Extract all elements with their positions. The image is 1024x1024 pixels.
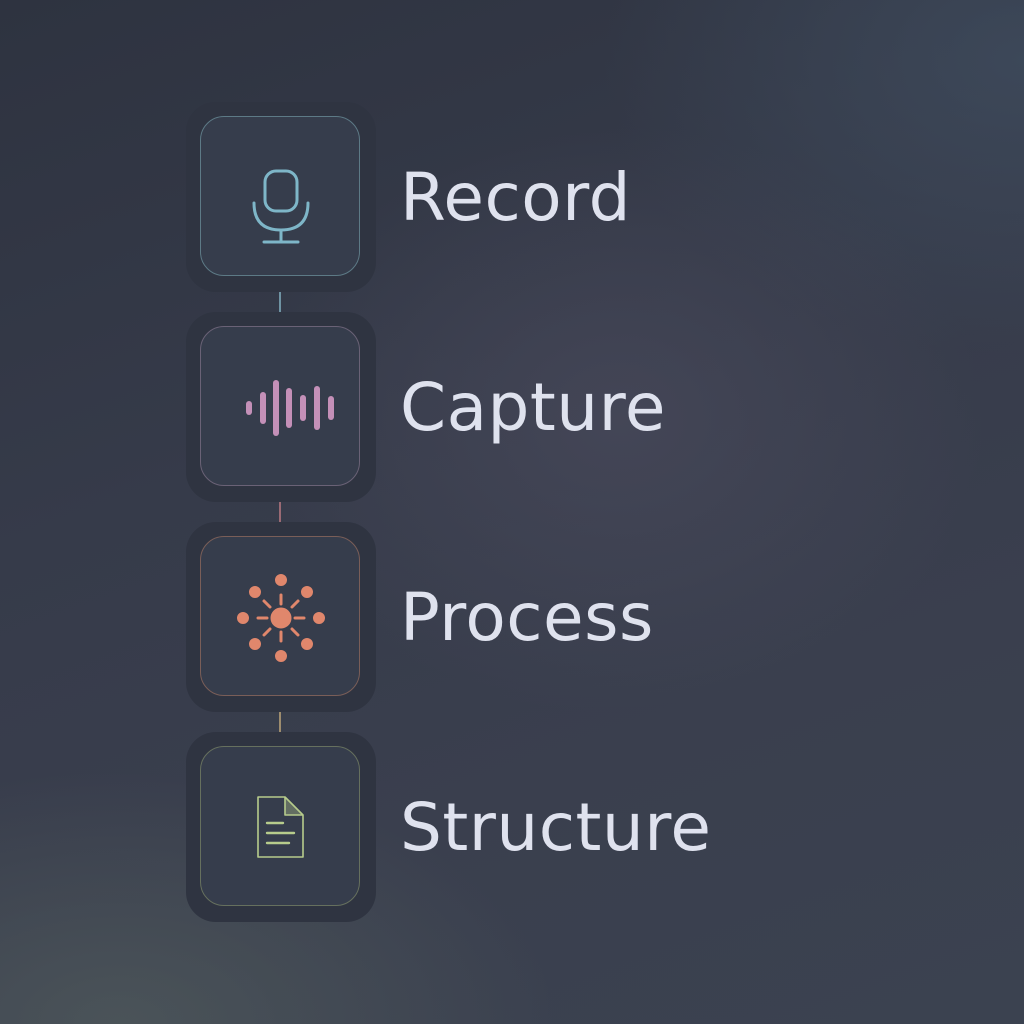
record-tile-frame <box>186 102 376 292</box>
process-tile <box>200 536 360 696</box>
process-tile-frame <box>186 522 376 712</box>
step-capture: Capture <box>186 312 886 502</box>
waveform-icon <box>246 380 334 436</box>
document-icon <box>257 796 304 858</box>
step-label-process: Process <box>400 579 654 656</box>
step-label-structure: Structure <box>400 789 712 866</box>
structure-tile <box>200 746 360 906</box>
structure-tile-frame <box>186 732 376 922</box>
record-tile <box>200 116 360 276</box>
step-label-record: Record <box>400 159 632 236</box>
step-label-capture: Capture <box>400 369 666 446</box>
capture-tile <box>200 326 360 486</box>
connector-record-capture <box>279 292 281 314</box>
step-process: Process <box>186 522 886 712</box>
connector-process-structure <box>279 712 281 734</box>
step-record: Record <box>186 102 886 292</box>
connector-capture-process <box>279 502 281 524</box>
step-structure: Structure <box>186 732 886 922</box>
network-hub-icon <box>237 574 325 662</box>
capture-tile-frame <box>186 312 376 502</box>
microphone-icon <box>252 169 310 244</box>
